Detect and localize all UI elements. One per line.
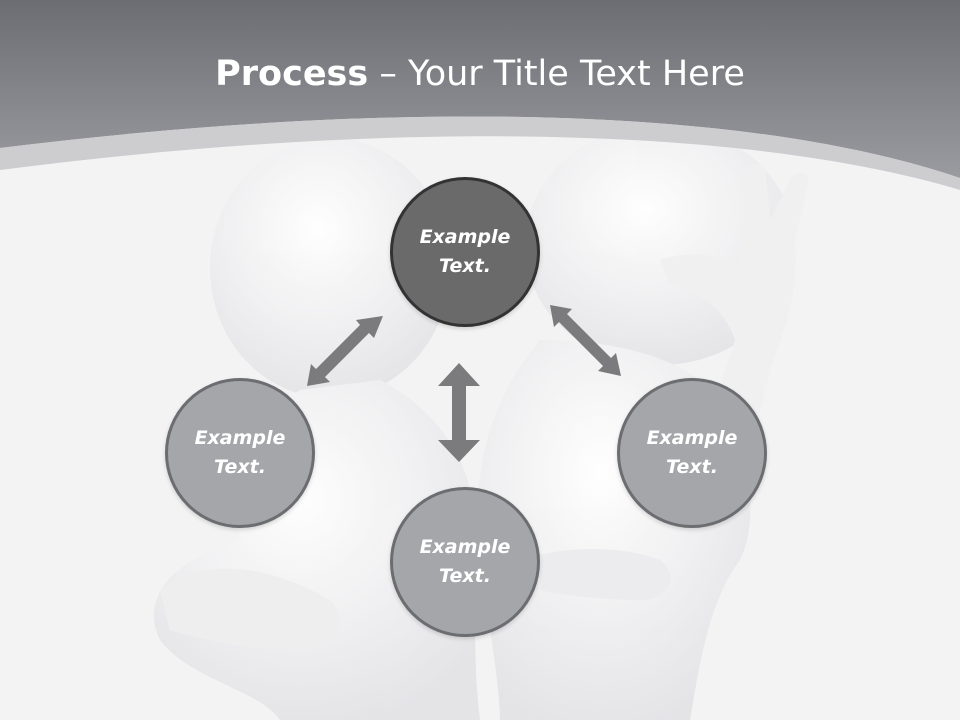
- node-bottom-line1: Example: [419, 536, 511, 558]
- node-left-line2: Text.: [214, 456, 266, 478]
- arrow-top-left: [307, 316, 383, 386]
- arrow-top-right: [550, 305, 621, 376]
- title-bold-part: Process: [215, 54, 369, 94]
- slide-title: Process – Your Title Text Here: [0, 52, 960, 96]
- node-bottom-line2: Text.: [439, 565, 491, 587]
- header-band: [0, 0, 960, 178]
- node-top-line1: Example: [419, 226, 511, 248]
- left-figure-illustration: [153, 138, 480, 720]
- node-top-line2: Text.: [439, 255, 491, 277]
- title-rest-part: – Your Title Text Here: [368, 54, 745, 94]
- node-right-line2: Text.: [666, 456, 718, 478]
- header-swoosh: [0, 116, 960, 190]
- arrow-top-bottom: [438, 363, 480, 462]
- node-right-line1: Example: [646, 427, 738, 449]
- node-left-line1: Example: [194, 427, 286, 449]
